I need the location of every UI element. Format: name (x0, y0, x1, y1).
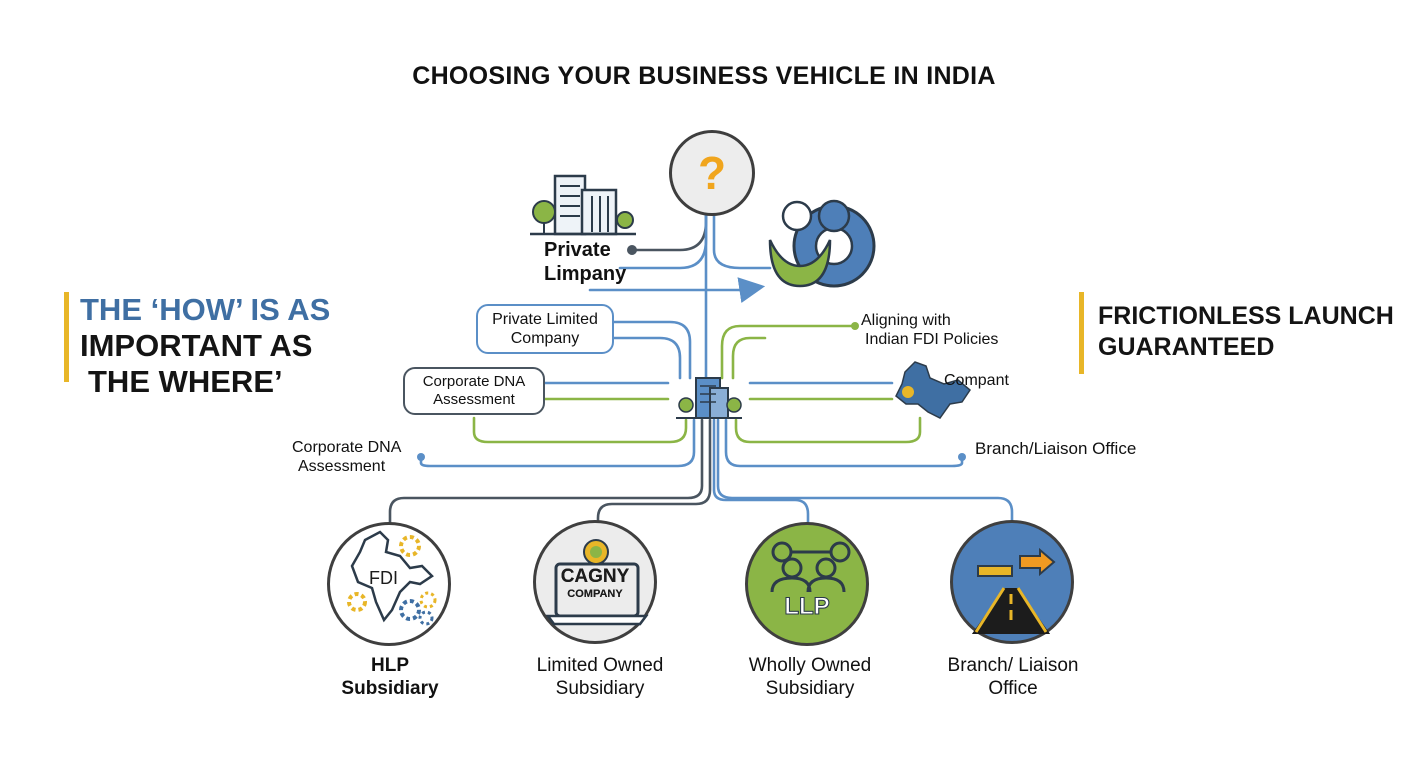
left-statement: THE ‘HOW’ IS AS IMPORTANT AS THE WHERE’ (80, 292, 330, 400)
llp-icon-text: LLP (784, 593, 830, 621)
fdi-line-2: Indian FDI Policies (865, 331, 999, 348)
private-limpany-label: Private Limpany (544, 238, 626, 286)
caption-hlp-subsidiary: HLP Subsidiary (300, 654, 480, 700)
caption-limited-line-1: Limited Owned (536, 655, 664, 676)
company-icon-overlay-line-2: COMPANY (567, 588, 623, 600)
dna-box-line-1: Corporate DNA (422, 373, 526, 390)
right-statement-line-2: GUARANTEED (1098, 333, 1275, 361)
private-limited-company-box: Private Limited Company (476, 304, 614, 354)
company-icon-overlay-line-1: CAGNY (560, 566, 630, 587)
option-circle-branch (950, 520, 1074, 644)
dna-box-line-2: Assessment (433, 391, 515, 408)
compant-label: Compant (944, 372, 1009, 389)
office-building-icon (530, 174, 636, 236)
caption-branch-line-1: Branch/ Liaison (947, 655, 1079, 676)
caption-limited-owned: Limited Owned Subsidiary (505, 654, 695, 700)
right-accent-bar (1079, 292, 1084, 374)
corporate-dna-box: Corporate DNA Assessment (403, 367, 545, 415)
dna-plain-line-1: Corporate DNA (292, 439, 402, 456)
company-icon-text-overlay: CAGNY COMPANY (533, 567, 657, 601)
private-limited-line-2: Company (510, 330, 580, 347)
caption-branch-line-2: Office (988, 678, 1038, 699)
caption-wholly-owned: Wholly Owned Subsidiary (715, 654, 905, 700)
fdi-icon-text-overlay: FDI (369, 568, 398, 588)
page-title: CHOOSING YOUR BUSINESS VEHICLE IN INDIA (412, 62, 996, 90)
question-mark-icon: ? (669, 130, 755, 216)
left-statement-line-3: THE WHERE’ (88, 364, 283, 399)
private-label-line-2: Limpany (544, 263, 627, 285)
caption-wholly-line-2: Subsidiary (765, 678, 855, 699)
caption-limited-line-2: Subsidiary (555, 678, 645, 699)
private-label-line-1: Private (544, 239, 611, 261)
option-circle-llp (745, 522, 869, 646)
private-limited-line-1: Private Limited (492, 311, 598, 328)
caption-branch-liaison: Branch/ Liaison Office (918, 654, 1108, 700)
llp-icon-text-overlay: LLP (784, 593, 830, 621)
caption-wholly-line-1: Wholly Owned (748, 655, 872, 676)
fdi-policies-label: Aligning with Indian FDI Policies (861, 311, 998, 349)
caption-hlp-line-1: HLP (371, 655, 409, 676)
right-statement: FRICTIONLESS LAUNCH GUARANTEED (1098, 301, 1394, 363)
branch-liaison-label: Branch/Liaison Office (975, 439, 1137, 458)
question-symbol: ? (697, 147, 727, 199)
dna-plain-line-2: Assessment (298, 458, 386, 475)
people-icon (768, 199, 876, 288)
left-statement-line-1: THE ‘HOW’ IS AS (80, 292, 331, 327)
caption-hlp-line-2: Subsidiary (341, 678, 439, 699)
left-statement-line-2: IMPORTANT AS (80, 328, 313, 363)
corporate-dna-label: Corporate DNA Assessment (292, 438, 401, 476)
left-accent-bar (64, 292, 69, 382)
fdi-line-1: Aligning with (861, 312, 951, 329)
india-map-icon (895, 361, 971, 419)
right-statement-line-1: FRICTIONLESS LAUNCH (1098, 302, 1394, 330)
central-building-icon (676, 377, 742, 419)
